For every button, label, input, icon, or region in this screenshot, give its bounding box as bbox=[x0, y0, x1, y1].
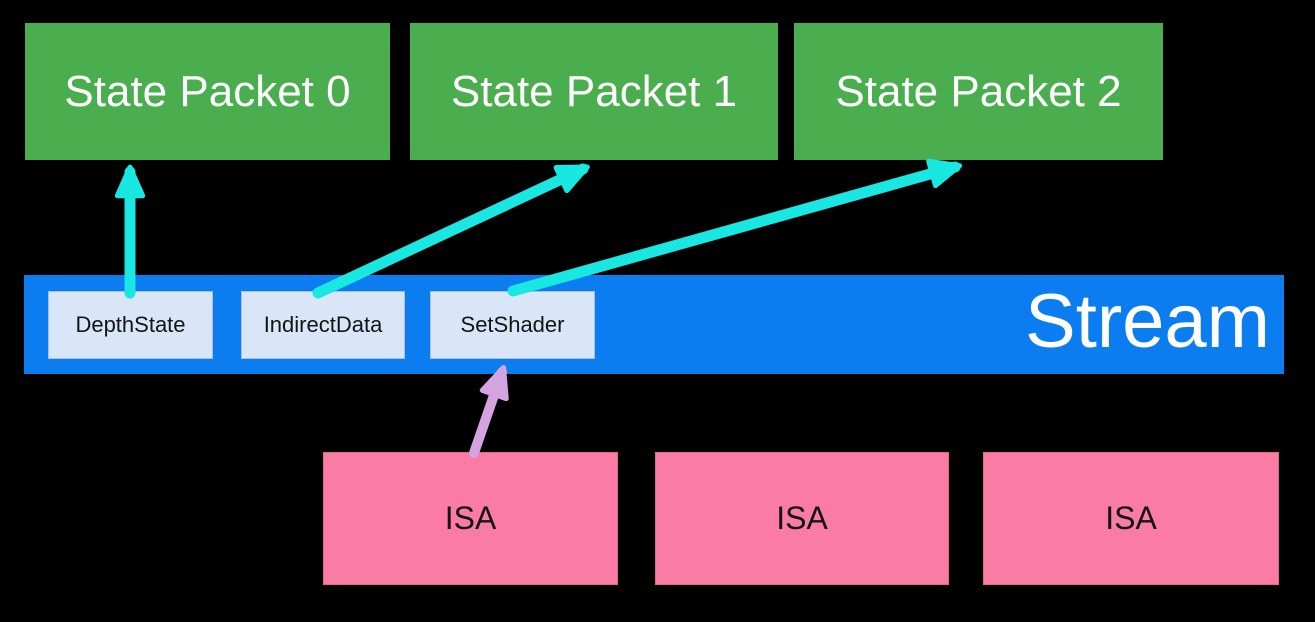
command-indirectdata-label: IndirectData bbox=[263, 312, 383, 337]
isa-label-1: ISA bbox=[776, 500, 828, 536]
arrow-setshader-to-state-packet-2 bbox=[507, 158, 963, 297]
state-packet-2-label: State Packet 2 bbox=[835, 66, 1122, 116]
isa-box-0: ISA bbox=[323, 452, 618, 585]
state-packet-0-box: State Packet 0 bbox=[25, 23, 390, 160]
stream-label: Stream bbox=[1025, 278, 1270, 364]
command-setshader-label: SetShader bbox=[460, 312, 565, 337]
isa-label-2: ISA bbox=[1105, 500, 1157, 536]
isa-label-0: ISA bbox=[444, 500, 497, 536]
state-packet-0-label: State Packet 0 bbox=[64, 66, 351, 116]
command-setshader-box: SetShader bbox=[430, 291, 595, 359]
command-depthstate-box: DepthState bbox=[48, 291, 213, 359]
isa-box-2: ISA bbox=[983, 452, 1279, 585]
state-packet-1-label: State Packet 1 bbox=[450, 66, 738, 116]
command-indirectdata-box: IndirectData bbox=[241, 291, 405, 359]
command-depthstate-label: DepthState bbox=[75, 312, 186, 337]
state-packet-1-box: State Packet 1 bbox=[410, 23, 778, 160]
stream-bar: DepthState IndirectData SetShader Stream bbox=[24, 275, 1284, 374]
arrow-isa-0-to-setshader bbox=[469, 364, 509, 458]
state-packet-2-box: State Packet 2 bbox=[794, 23, 1163, 160]
isa-box-1: ISA bbox=[655, 452, 949, 585]
